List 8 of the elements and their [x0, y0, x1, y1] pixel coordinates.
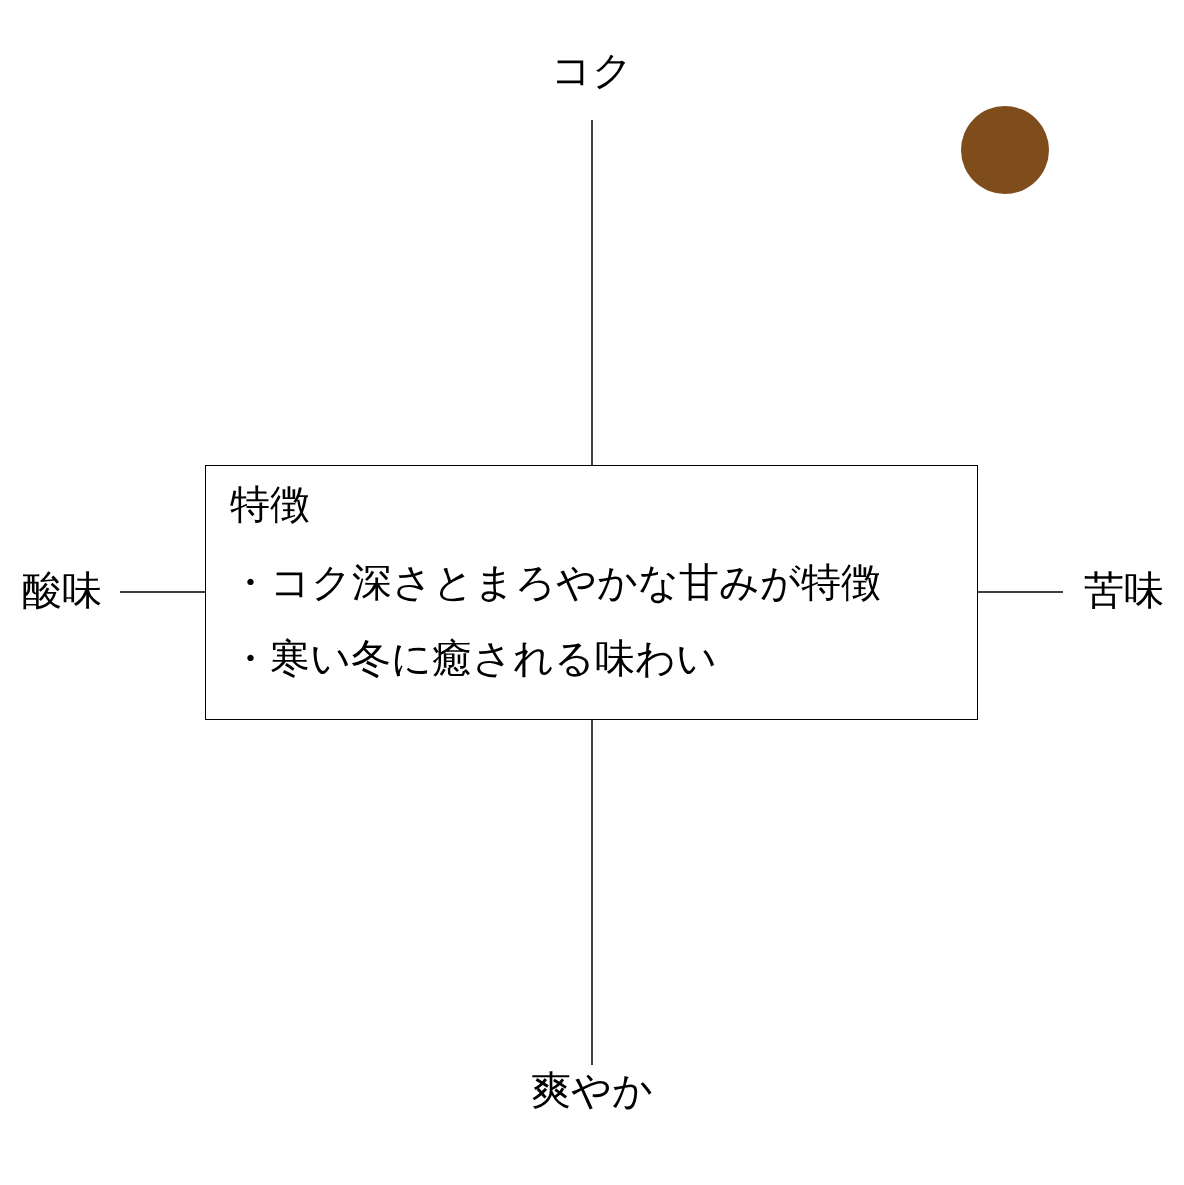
- axis-label: 酸味: [22, 570, 102, 610]
- heading-text: 特徴: [230, 484, 310, 524]
- axis-label: 爽やか: [531, 1070, 653, 1110]
- feature-box: [205, 465, 978, 720]
- axis-label: コク: [551, 50, 633, 90]
- bullet-text: ・コク深さとまろやかな甘みが特徴: [230, 562, 881, 602]
- axis-label: 苦味: [1084, 570, 1164, 610]
- bullet-text: ・寒い冬に癒される味わい: [230, 638, 717, 678]
